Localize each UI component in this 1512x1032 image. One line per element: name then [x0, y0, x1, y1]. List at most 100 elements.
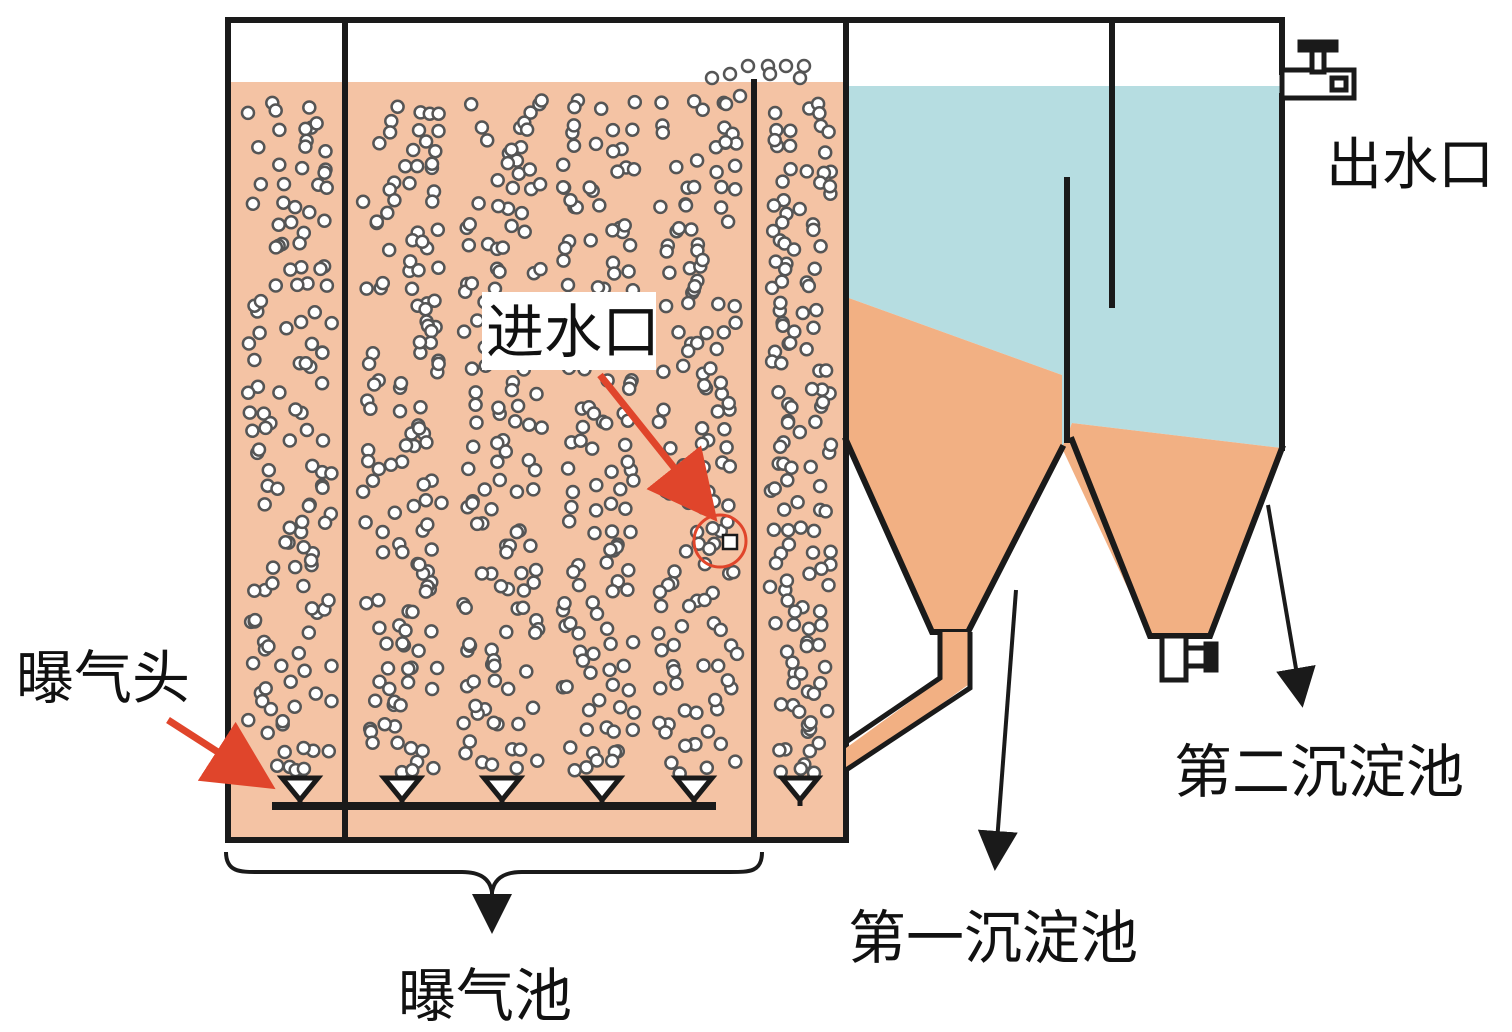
bubble — [593, 101, 609, 117]
primary-clarifier — [846, 86, 1062, 632]
bubble — [381, 242, 397, 258]
bubble — [377, 716, 392, 732]
bubble — [424, 156, 440, 172]
bubble — [616, 658, 631, 674]
bubble — [792, 201, 807, 217]
bubble — [720, 214, 736, 230]
bubble — [532, 177, 548, 192]
bubble — [709, 164, 724, 180]
bubble — [298, 139, 313, 154]
bubble — [584, 441, 600, 456]
secondary-clarifier-pointer — [1266, 504, 1316, 708]
bubble — [240, 105, 256, 121]
bubble — [775, 318, 791, 333]
bubble — [678, 738, 693, 753]
bubble — [582, 180, 597, 195]
bubble — [241, 712, 256, 728]
bubble — [261, 462, 277, 478]
bubble — [361, 356, 377, 371]
bubble — [247, 583, 262, 599]
bubble — [268, 278, 284, 293]
bubble — [564, 499, 579, 515]
bubble — [786, 617, 802, 632]
bubble — [557, 240, 573, 256]
bubble — [315, 480, 330, 496]
bubble — [802, 566, 817, 582]
secondary-clarifier-water — [1062, 86, 1282, 448]
bubble — [387, 505, 403, 520]
bubble — [625, 634, 641, 650]
bubble — [261, 639, 276, 654]
bubble — [566, 564, 581, 580]
bubble — [626, 473, 641, 488]
bubble — [561, 514, 577, 529]
bubble — [812, 604, 828, 619]
bubble — [298, 356, 314, 371]
bubble — [526, 575, 541, 590]
bubble — [509, 760, 524, 776]
bubble — [283, 262, 298, 277]
bubble — [301, 498, 317, 514]
bubble — [287, 559, 303, 575]
bubble — [560, 277, 576, 293]
inlet-arrow — [597, 372, 718, 522]
bubble — [556, 253, 571, 268]
inlet-label-backing — [482, 292, 656, 370]
bubble — [272, 122, 287, 138]
bubble — [490, 173, 505, 188]
bubble — [309, 116, 324, 131]
bubble — [671, 220, 687, 236]
bubble — [567, 763, 582, 778]
bubble — [355, 484, 371, 499]
bubble — [418, 492, 434, 508]
bubble — [413, 399, 428, 415]
bubble — [405, 763, 420, 778]
bubble — [605, 677, 621, 692]
bubble — [669, 159, 684, 175]
bubble — [775, 215, 790, 230]
bubble — [534, 93, 549, 108]
bubble — [523, 538, 538, 553]
bubble — [774, 274, 790, 289]
bubble — [288, 402, 303, 417]
bubble — [805, 545, 821, 560]
bubble — [504, 382, 520, 398]
bubble — [533, 261, 548, 277]
bubble — [302, 100, 317, 115]
bubble — [780, 472, 795, 488]
bubble — [669, 676, 684, 691]
bubble — [654, 95, 669, 110]
bubble — [521, 453, 537, 468]
bubble — [786, 675, 801, 691]
bubble — [305, 458, 320, 474]
bubble — [317, 515, 333, 531]
bubble — [768, 555, 784, 571]
bubble — [807, 261, 822, 276]
bubble — [429, 660, 445, 676]
bubble — [319, 180, 334, 196]
bubble — [603, 542, 618, 558]
bubble — [694, 421, 710, 436]
bubble — [366, 377, 382, 392]
bubble — [276, 195, 291, 210]
bubble — [588, 136, 604, 152]
bubble — [241, 336, 257, 351]
bubble — [431, 123, 446, 139]
bubble — [296, 578, 311, 594]
bubble — [474, 566, 490, 581]
bubble — [799, 638, 815, 654]
bubble — [709, 341, 724, 357]
bubble — [463, 97, 479, 112]
bubble — [294, 514, 310, 530]
inlet-marker — [692, 513, 748, 569]
bubble — [784, 460, 799, 475]
bubble — [271, 217, 286, 233]
bubble — [499, 545, 514, 560]
bubble — [395, 636, 410, 651]
primary-clarifier-water — [846, 86, 1062, 375]
bubble — [493, 578, 509, 594]
bubble — [427, 293, 442, 308]
bubble — [400, 675, 416, 690]
bubble — [592, 198, 607, 213]
bubble — [321, 593, 336, 608]
